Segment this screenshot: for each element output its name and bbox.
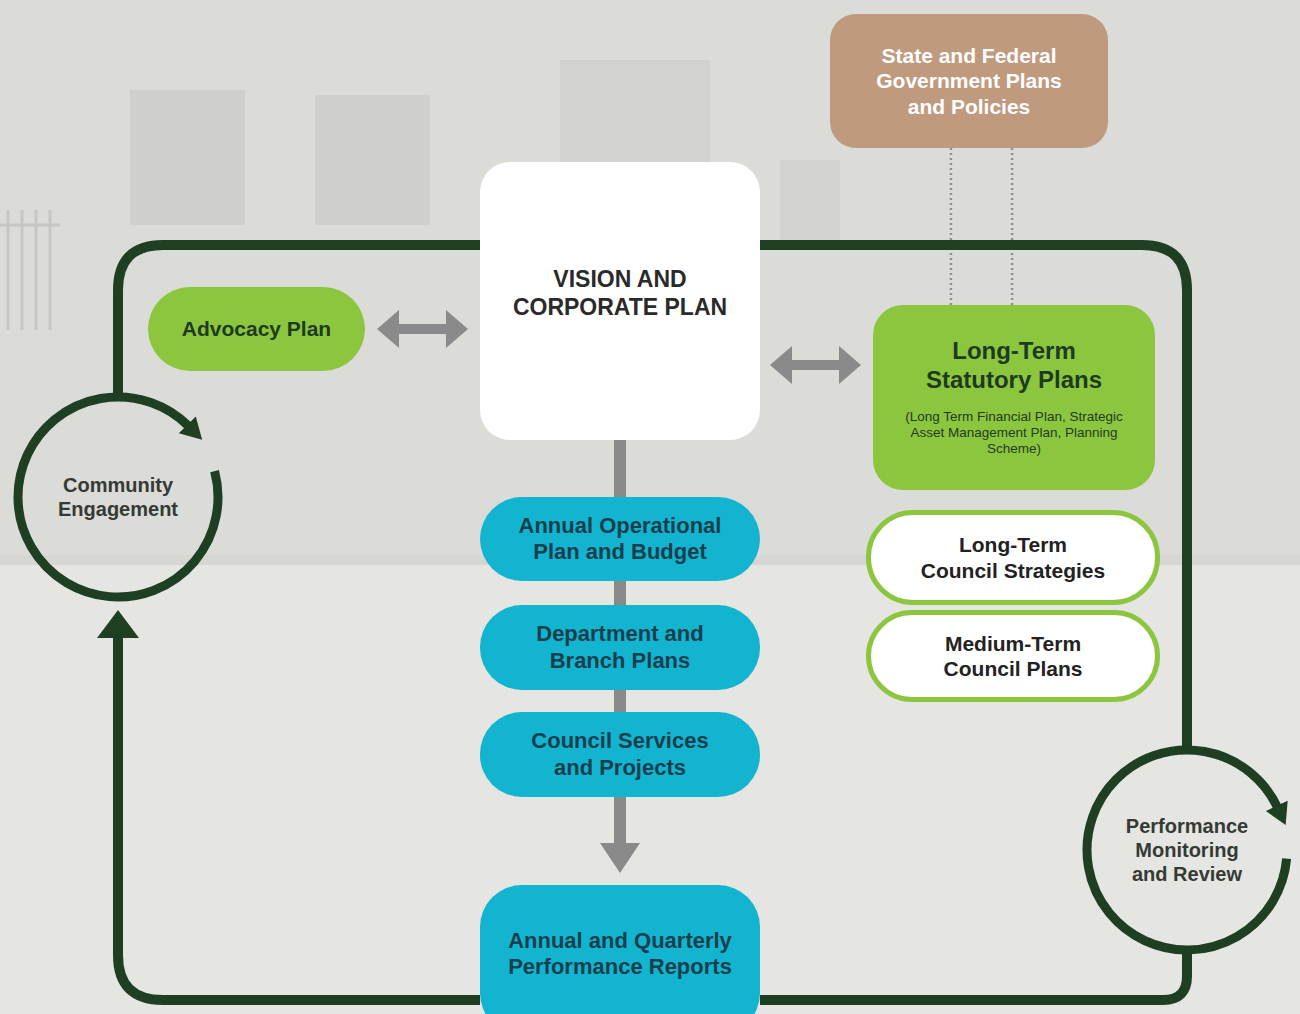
node-label: Council Services and Projects bbox=[513, 728, 728, 781]
plan-pill: Medium-Term Council Plans bbox=[866, 610, 1160, 702]
arrowhead bbox=[446, 310, 468, 348]
flow-arrow-line bbox=[614, 797, 626, 844]
flow-bar bbox=[620, 581, 621, 605]
dotted-link-line bbox=[950, 148, 953, 305]
dotted-link bbox=[951, 148, 1012, 305]
node-label: Performance Monitoring and Review bbox=[1117, 814, 1257, 886]
strategy-pill: Long-Term Council Strategies bbox=[866, 510, 1160, 605]
flow-bar bbox=[620, 690, 621, 712]
cycle-arrow bbox=[97, 610, 480, 1000]
arrowhead bbox=[600, 843, 640, 873]
lawn bbox=[0, 560, 1300, 1014]
node-label: Long-Term Statutory Plans bbox=[907, 337, 1122, 395]
flow-arrow bbox=[600, 797, 640, 873]
two-way-arrow bbox=[377, 310, 468, 348]
node-label: State and Federal Government Plans and P… bbox=[859, 43, 1079, 119]
cycle-line-line bbox=[760, 952, 1187, 1000]
two-way-arrow-line bbox=[398, 324, 447, 334]
cycle-arrow-line bbox=[118, 637, 480, 1000]
cycle-arc bbox=[1087, 750, 1287, 950]
node-label: Advocacy Plan bbox=[182, 316, 331, 341]
arrowhead bbox=[377, 310, 399, 348]
two-way-arrow bbox=[770, 346, 861, 384]
node-label: VISION AND CORPORATE PLAN bbox=[500, 266, 740, 321]
arrowhead bbox=[839, 346, 861, 384]
report-box: Annual and Quarterly Performance Reports bbox=[480, 885, 760, 1014]
flow-bar-line bbox=[614, 690, 626, 712]
node-label: Department and Branch Plans bbox=[513, 621, 728, 674]
arrowhead bbox=[97, 610, 139, 638]
policy-box: State and Federal Government Plans and P… bbox=[830, 14, 1108, 148]
building-window bbox=[130, 90, 245, 225]
flow-bar bbox=[620, 440, 621, 497]
building-window bbox=[315, 95, 430, 225]
cycle-line bbox=[760, 952, 1187, 1000]
cycle-arc bbox=[18, 397, 218, 597]
detail-text: (Long Term Financial Plan, Strategic Ass… bbox=[889, 409, 1139, 458]
arrowhead bbox=[770, 346, 792, 384]
cycle-ring bbox=[13, 392, 223, 602]
statutory-plans-box: Long-Term Statutory Plans (Long Term Fina… bbox=[873, 305, 1155, 490]
node-label: Community Engagement bbox=[48, 473, 188, 521]
review-circle: Performance Monitoring and Review bbox=[1082, 745, 1292, 955]
corporate-plan-box: VISION AND CORPORATE PLAN bbox=[480, 162, 760, 440]
node-label: Medium-Term Council Plans bbox=[919, 631, 1107, 681]
node-label: Annual and Quarterly Performance Reports bbox=[492, 928, 748, 981]
two-way-arrow-line bbox=[791, 360, 840, 370]
advocacy-pill: Advocacy Plan bbox=[148, 287, 365, 371]
process-pill: Annual Operational Plan and Budget bbox=[480, 497, 760, 581]
engagement-circle: Community Engagement bbox=[13, 392, 223, 602]
flow-bar-line bbox=[614, 581, 626, 605]
flow-bar-line bbox=[614, 440, 626, 497]
fence bbox=[0, 210, 60, 330]
cycle-arrowhead bbox=[179, 416, 202, 439]
building-window bbox=[780, 160, 840, 240]
cycle-arrowhead bbox=[1266, 801, 1288, 825]
building-facade bbox=[0, 0, 1300, 560]
node-label: Annual Operational Plan and Budget bbox=[513, 513, 728, 566]
dotted-link-line bbox=[1011, 148, 1014, 305]
node-label: Long-Term Council Strategies bbox=[919, 532, 1107, 582]
process-pill: Department and Branch Plans bbox=[480, 605, 760, 690]
process-pill: Council Services and Projects bbox=[480, 712, 760, 797]
